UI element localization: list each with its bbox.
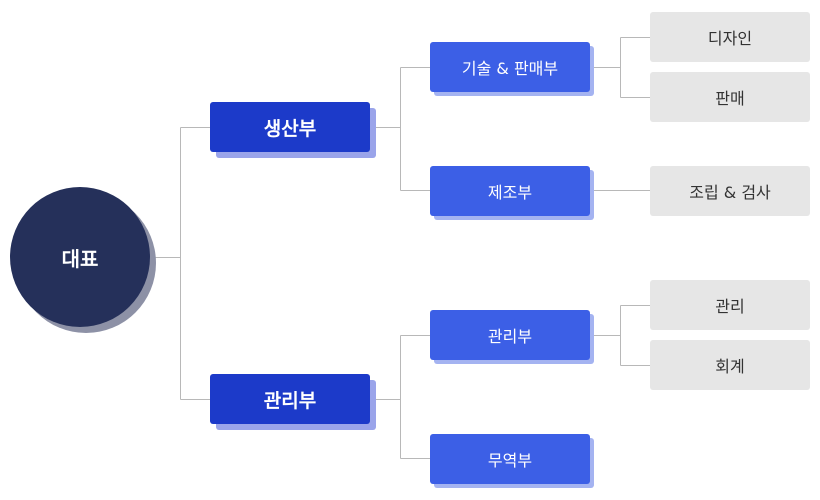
- unit-design: 디자인: [650, 12, 810, 62]
- unit-management: 관리: [650, 280, 810, 330]
- connector-management: [590, 305, 650, 366]
- unit-accounting: 회계: [650, 340, 810, 390]
- connector-tech-sales: [590, 37, 650, 98]
- unit-assembly-inspection: 조립 & 검사: [650, 166, 810, 216]
- dept-administration: 관리부: [210, 374, 370, 424]
- unit-sales: 판매: [650, 72, 810, 122]
- ceo-node: 대표: [10, 187, 150, 327]
- team-management: 관리부: [430, 310, 590, 360]
- team-trade: 무역부: [430, 434, 590, 484]
- dept-production: 생산부: [210, 102, 370, 152]
- connector-ceo: [150, 127, 210, 400]
- team-manufacturing: 제조부: [430, 166, 590, 216]
- connector-production: [370, 67, 430, 191]
- team-tech-sales: 기술 & 판매부: [430, 42, 590, 92]
- connector-administration: [370, 335, 430, 459]
